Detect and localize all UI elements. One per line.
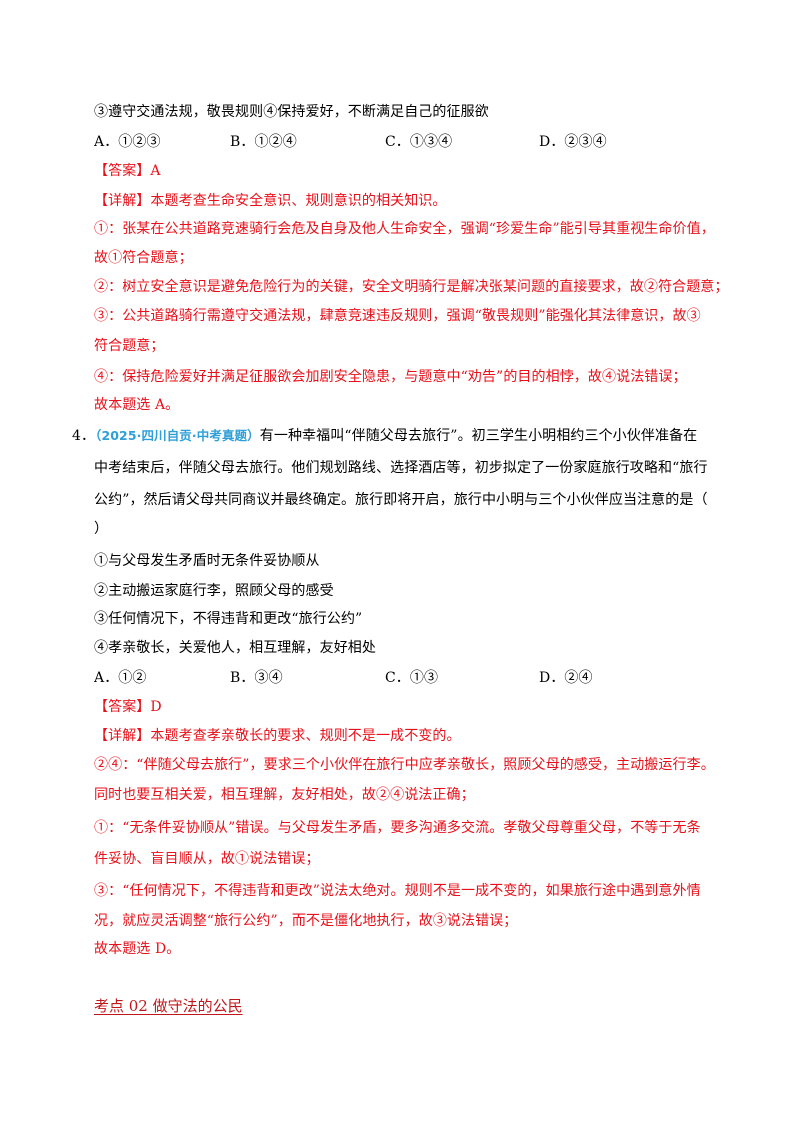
q3-explanation-3-line2: 符合题意； — [94, 338, 165, 354]
q4-conclusion: 故本题选 D。 — [94, 941, 181, 957]
q3-detail: 【详解】本题考查生命安全意识、规则意识的相关知识。 — [94, 190, 447, 210]
q3-option-a: A．①②③ — [94, 134, 161, 150]
q4-explanation-1-line1: ①：“无条件妥协顺从”错误。与父母发生矛盾，要多沟通多交流。孝敬父母尊重父母，不… — [94, 820, 701, 836]
q3-option-b: B．①②④ — [230, 134, 297, 150]
q4-stem-line3: 公约”，然后请父母共同商议并最终确定。旅行即将开启，旅行中小明与三个小伙伴应当注… — [94, 492, 708, 508]
q4-option-c: C．①③ — [385, 670, 439, 686]
question-number: 4． — [72, 428, 96, 444]
answer-value: A — [150, 163, 161, 179]
detail-label: 【详解】 — [94, 193, 151, 209]
detail-label: 【详解】 — [94, 728, 151, 744]
q4-explanation-24-line1: ②④：“伴随父母去旅行”，要求三个小伙伴在旅行中应孝亲敬长，照顾父母的感受，主动… — [94, 757, 715, 773]
detail-intro: 本题考查生命安全意识、规则意识的相关知识。 — [150, 193, 447, 209]
answer-label: 【答案】 — [94, 699, 151, 715]
q4-explanation-1-line2: 件妥协、盲目顺从，故①说法错误； — [94, 851, 320, 867]
q3-answer: 【答案】A — [94, 160, 161, 180]
q4-stem-line1: 4．（2025·四川自贡·中考真题）有一种幸福叫“伴随父母去旅行”。初三学生小明… — [72, 425, 697, 445]
section-heading: 考点 02 做守法的公民 — [94, 997, 243, 1015]
q4-option-b: B．③④ — [230, 670, 283, 686]
q3-options: A．①②③ B．①②④ C．①③④ D．②③④ — [94, 131, 714, 151]
q4-statement-3: ③任何情况下，不得违背和更改“旅行公约” — [94, 611, 363, 627]
q4-stem-line4: ） — [94, 521, 109, 537]
q4-option-d: D．②④ — [539, 670, 593, 686]
q3-explanation-2: ②：树立安全意识是避免危险行为的关键，安全文明骑行是解决张某问题的直接要求，故②… — [94, 279, 729, 295]
q4-option-a: A．①② — [94, 670, 147, 686]
q3-explanation-4: ④：保持危险爱好并满足征服欲会加剧安全隐患，与题意中“劝告”的目的相悖，故④说法… — [94, 369, 687, 385]
q4-statement-4: ④孝亲敬长，关爱他人，相互理解，友好相处 — [94, 640, 376, 656]
answer-value: D — [150, 699, 162, 715]
q4-statement-2: ②主动搬运家庭行李，照顾父母的感受 — [94, 583, 334, 599]
q4-explanation-3-line1: ③：“任何情况下，不得违背和更改”说法太绝对。规则不是一成不变的，如果旅行途中遇… — [94, 883, 701, 899]
q4-detail: 【详解】本题考查孝亲敬长的要求、规则不是一成不变的。 — [94, 725, 461, 745]
q3-option-d: D．②③④ — [539, 134, 607, 150]
q4-explanation-24-line2: 同时也要互相关爱，相互理解，友好相处，故②④说法正确； — [94, 787, 475, 803]
detail-intro: 本题考查孝亲敬长的要求、规则不是一成不变的。 — [150, 728, 461, 744]
q4-answer: 【答案】D — [94, 696, 162, 716]
q4-options: A．①② B．③④ C．①③ D．②④ — [94, 667, 714, 687]
answer-label: 【答案】 — [94, 163, 151, 179]
q3-statement-3-4: ③遵守交通法规，敬畏规则④保持爱好，不断满足自己的征服欲 — [94, 104, 489, 120]
q3-option-c: C．①③④ — [385, 134, 453, 150]
q4-explanation-3-line2: 况，就应灵活调整“旅行公约”，而不是僵化地执行，故③说法错误； — [94, 913, 518, 929]
q3-conclusion: 故本题选 A。 — [94, 397, 180, 413]
q4-stem-line2: 中考结束后，伴随父母去旅行。他们规划路线、选择酒店等，初步拟定了一份家庭旅行攻略… — [94, 460, 708, 476]
stem-text: 有一种幸福叫“伴随父母去旅行”。初三学生小明相约三个小伙伴准备在 — [259, 428, 698, 444]
q3-explanation-1-line2: 故①符合题意； — [94, 250, 193, 266]
q3-explanation-1-line1: ①：张某在公共道路竞速骑行会危及自身及他人生命安全，强调“珍爱生命”能引导其重视… — [94, 221, 715, 237]
q4-statement-1: ①与父母发生矛盾时无条件妥协顺从 — [94, 553, 320, 569]
question-source: （2025·四川自贡·中考真题） — [95, 428, 260, 443]
q3-explanation-3-line1: ③：公共道路骑行需遵守交通法规，肆意竞速违反规则，强调“敬畏规则”能强化其法律意… — [94, 308, 701, 324]
